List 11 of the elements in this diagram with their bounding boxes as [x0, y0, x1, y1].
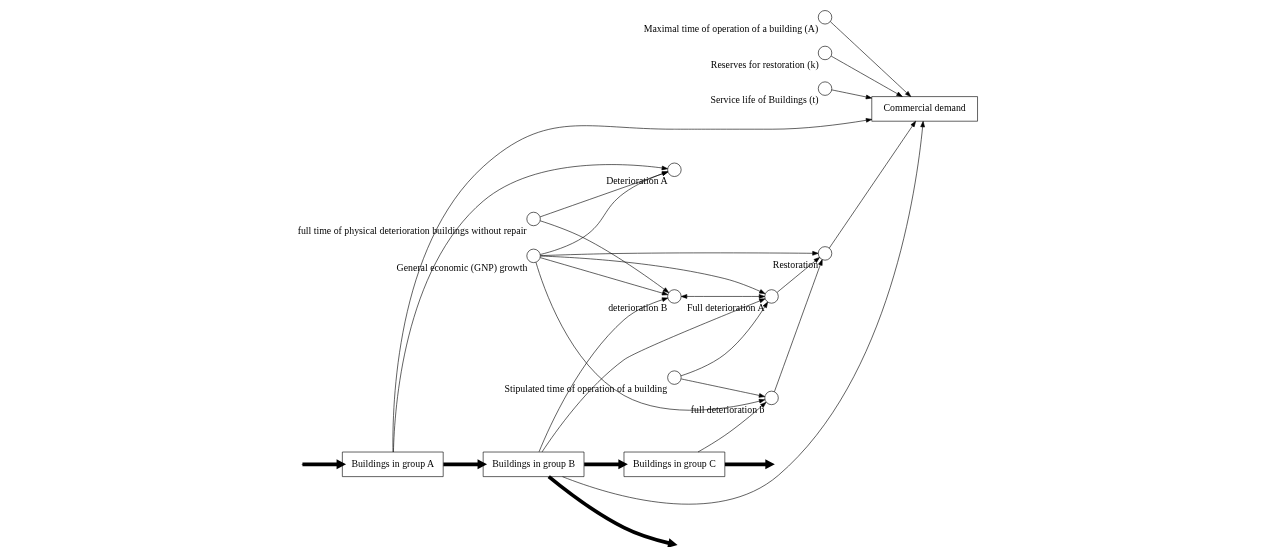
node-label: Maximal time of operation of a building (A) — [643, 22, 819, 34]
node-label: Reserves for restoration (k) — [710, 58, 819, 70]
node-label: Restoration — [772, 259, 819, 271]
node-label: Stipulated time of operation of a building — [504, 383, 668, 395]
node-label: Deterioration A — [606, 175, 668, 187]
node-label: Full deterioration A — [686, 302, 765, 314]
node-label: General economic (GNP) growth — [396, 261, 528, 273]
node-label: full time of physical deterioration buildings without repair — [297, 224, 527, 236]
node-label: deterioration B — [608, 302, 668, 314]
node-label: full deterioration b — [690, 403, 765, 415]
node-label: Service life of Buildings (t) — [710, 94, 819, 106]
